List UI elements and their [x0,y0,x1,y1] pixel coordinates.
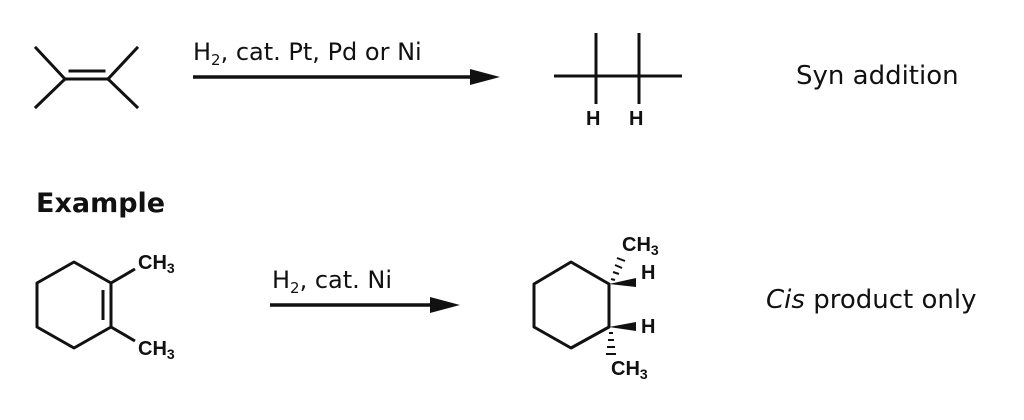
reaction-arrow-1 [193,69,500,85]
product-h-right: H [629,108,644,130]
dimethylcyclohexene-structure [35,260,136,350]
reaction-conditions-example: H2, cat. Ni [272,266,393,297]
reactant-methyl-bottom: CH3 [138,338,175,362]
example-heading: Example [36,188,166,219]
product-h-left: H [586,108,601,130]
hashed-bond-top [610,257,626,281]
product-h-bottom: H [641,316,656,338]
cis-product-label: Cis product only [766,285,977,315]
hashed-bond-bottom [606,332,616,355]
syn-addition-label: Syn addition [796,61,959,91]
wedge-bond-bottom [609,322,636,331]
alkane-product-structure [554,33,682,104]
product-h-top: H [641,262,656,284]
reactant-methyl-top: CH3 [138,252,175,276]
cis-dimethylcyclohexane-structure [532,260,611,350]
product-methyl-bottom: CH3 [611,358,648,382]
reaction-arrow-2 [270,297,460,313]
reaction-conditions-general: H2, cat. Pt, Pd or Ni [193,38,422,69]
alkene-reactant-structure [33,45,140,110]
wedge-bond-top [609,278,636,287]
product-methyl-top: CH3 [622,234,659,258]
